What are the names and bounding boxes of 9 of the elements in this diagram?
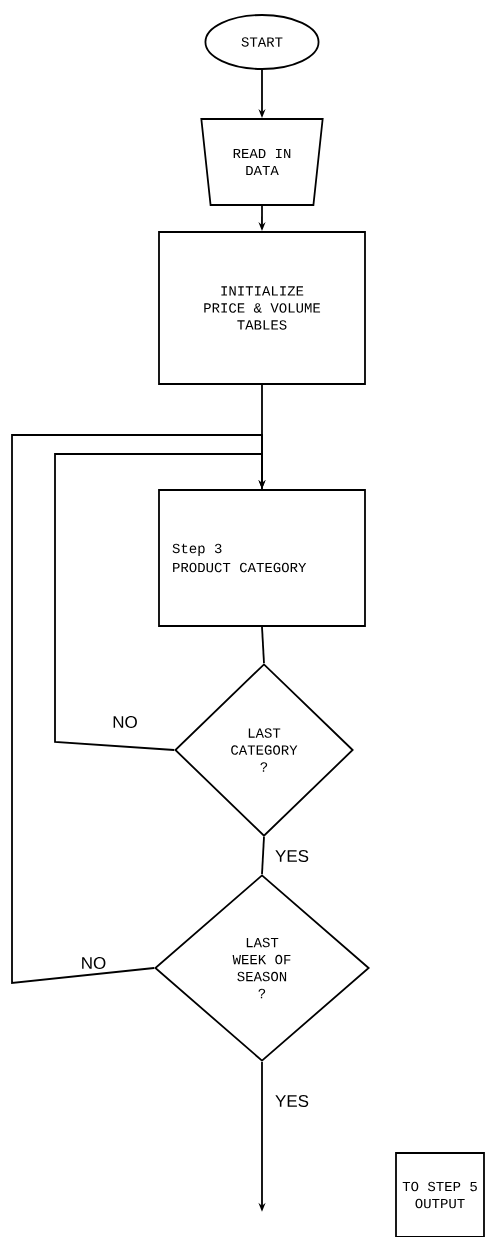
input-trapezoid: READ IN DATA [200,118,324,206]
edge-label: YES [274,849,310,863]
edge-label: NO [79,956,108,970]
process-box: Step 3 PRODUCT CATEGORY [158,489,366,627]
arrow [11,434,266,984]
edge-label: YES [274,1094,310,1108]
process-box: TO STEP 5 OUTPUT [395,1152,485,1237]
edge-label: NO [111,715,139,730]
process-box: INITIALIZE PRICE & VOLUME TABLES [158,231,366,385]
